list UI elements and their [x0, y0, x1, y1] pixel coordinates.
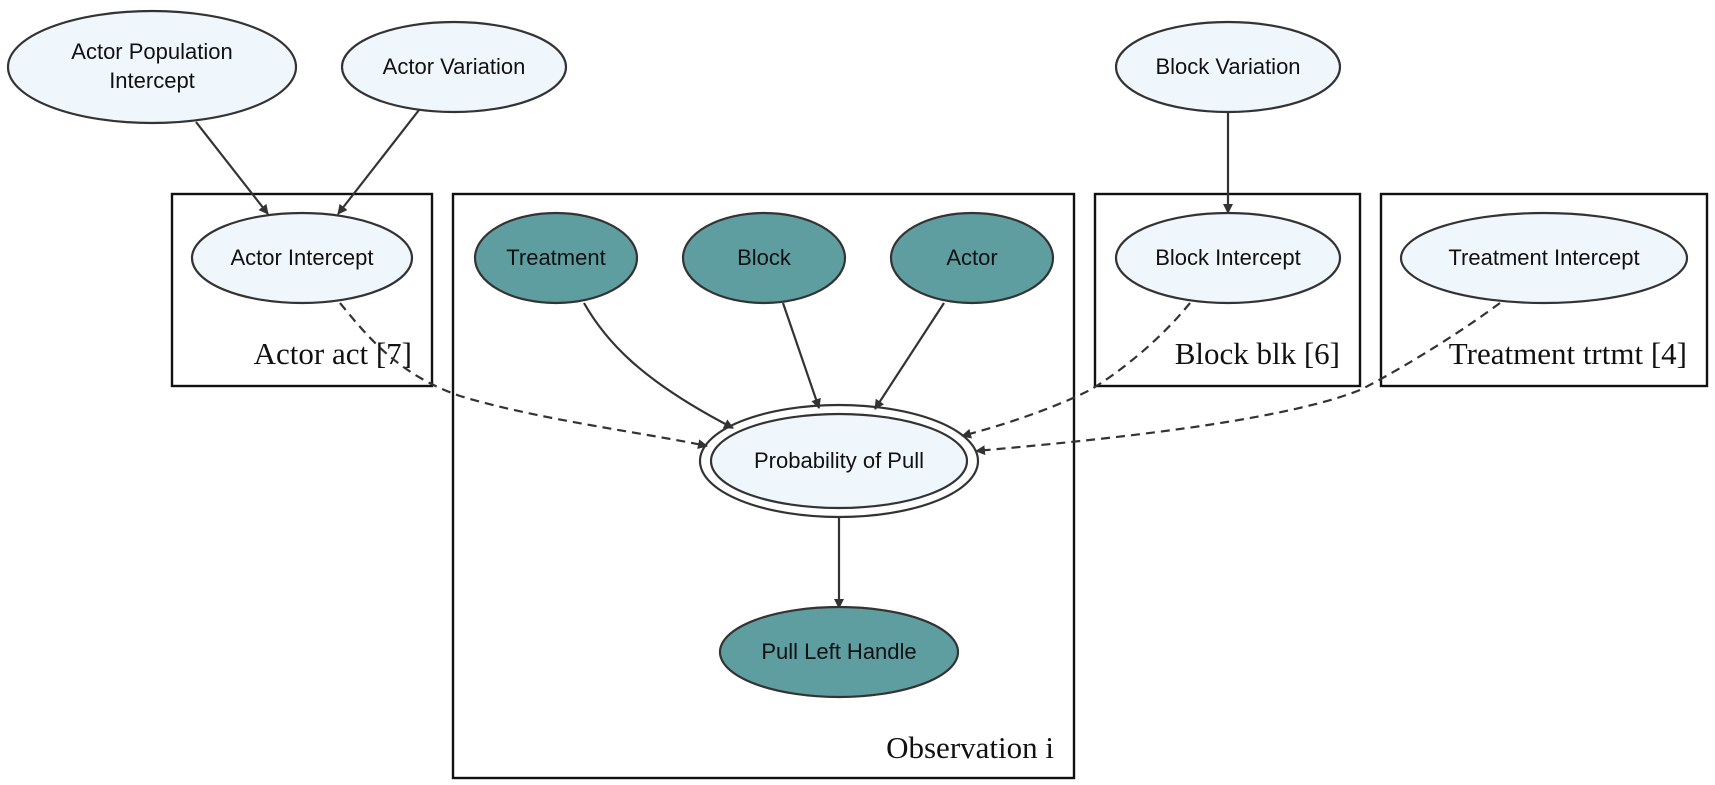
edge-treatment-to-probability-of-pull — [583, 302, 734, 429]
node-treatment[interactable]: Treatment — [473, 211, 639, 305]
node-label-pull-left-handle: Pull Left Handle — [761, 639, 916, 664]
plate-label-actor: Actor act [7] — [254, 336, 412, 371]
plate-observation: Observation i — [451, 192, 1076, 780]
plate-treatment: Treatment trtmt [4] — [1379, 192, 1709, 388]
node-label-probability-of-pull: Probability of Pull — [754, 448, 924, 473]
plate-label-observation: Observation i — [886, 730, 1054, 765]
node-label-block-intercept: Block Intercept — [1155, 245, 1301, 270]
edge-actor-intercept-to-probability-of-pull — [339, 302, 708, 450]
edge-block-intercept-to-probability-of-pull — [961, 302, 1191, 439]
node-block[interactable]: Block — [681, 211, 847, 305]
node-actor-variation[interactable]: Actor Variation — [340, 20, 568, 114]
node-pull-left-handle[interactable]: Pull Left Handle — [718, 605, 960, 699]
node-label-block-variation: Block Variation — [1155, 54, 1300, 79]
edge-actor-to-probability-of-pull — [874, 302, 945, 410]
node-treatment-intercept[interactable]: Treatment Intercept — [1399, 211, 1689, 305]
node-label-block: Block — [737, 245, 792, 270]
plate-label-treatment: Treatment trtmt [4] — [1449, 336, 1687, 371]
edge-block-to-probability-of-pull — [781, 302, 821, 409]
edge-treatment-intercept-to-probability-of-pull — [975, 302, 1501, 456]
node-label-actor: Actor — [946, 245, 997, 270]
plate-label-block: Block blk [6] — [1175, 336, 1340, 371]
node-outer-ring-probability-of-pull — [698, 403, 980, 519]
node-label-treatment: Treatment — [506, 245, 605, 270]
node-label-treatment-intercept: Treatment Intercept — [1448, 245, 1639, 270]
edge-actor-population-intercept-to-actor-intercept — [195, 121, 269, 215]
edge-actor-variation-to-actor-intercept — [337, 109, 420, 215]
edge-layer — [195, 109, 1501, 609]
node-actor[interactable]: Actor — [889, 211, 1055, 305]
node-block-intercept[interactable]: Block Intercept — [1114, 211, 1342, 305]
node-label-actor-variation: Actor Variation — [383, 54, 526, 79]
node-block-variation[interactable]: Block Variation — [1114, 20, 1342, 114]
node-actor-intercept[interactable]: Actor Intercept — [190, 211, 414, 305]
plate-block: Block blk [6] — [1093, 192, 1362, 388]
node-probability-of-pull[interactable]: Probability of Pull — [698, 403, 980, 519]
node-actor-population-intercept[interactable]: Actor Population Intercept — [6, 9, 298, 125]
node-label-actor-population-intercept-line-2: Intercept — [109, 68, 195, 93]
node-label-actor-intercept: Actor Intercept — [230, 245, 373, 270]
node-label-actor-population-intercept-line-1: Actor Population — [71, 39, 232, 64]
